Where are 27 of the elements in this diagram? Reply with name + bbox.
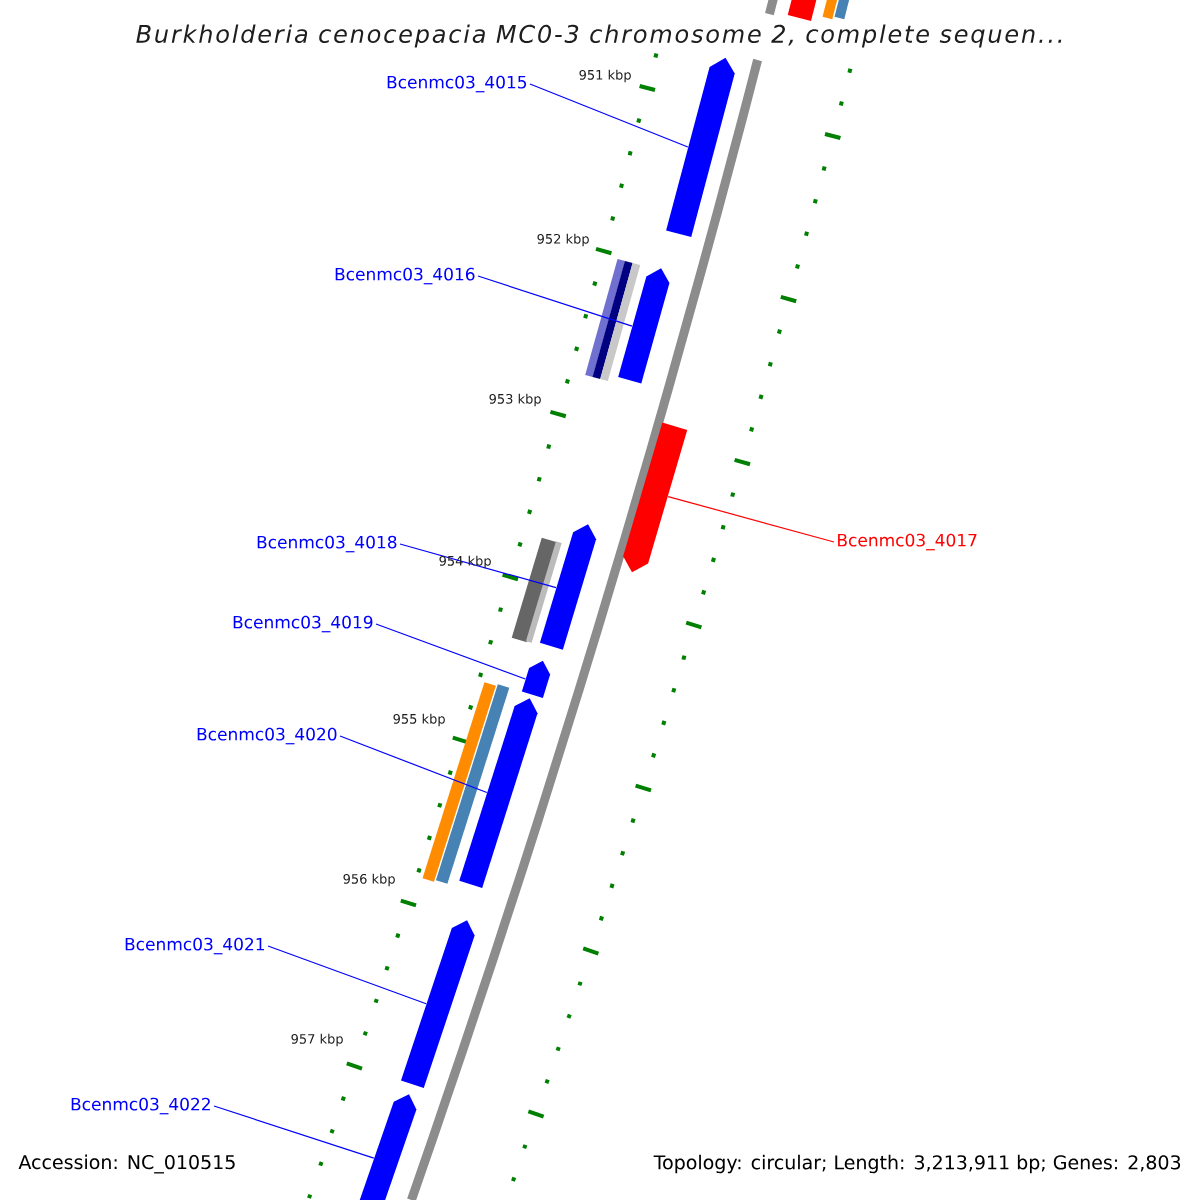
leader-line [667,495,835,543]
leader-line [213,1105,375,1159]
gene-label: Bcenmc03_4017 [838,533,977,551]
gene-bar [623,422,688,573]
gene-label: Bcenmc03_4015 [387,75,527,93]
gene-bar [618,268,670,384]
gene-label: Bcenmc03_4022 [71,1097,210,1115]
leader-line [267,945,427,1005]
gene-label: Bcenmc03_4021 [125,937,264,955]
gene-bar [354,1094,417,1200]
leader-line [399,543,557,589]
leader-line [529,83,689,148]
title: Burkholderia cenocepacia MC0-3 chromosome 2, complete sequen... [136,24,1062,48]
gene-bar [666,57,735,238]
gene-label: Bcenmc03_4018 [257,535,397,553]
gene-label: Bcenmc03_4019 [233,615,373,633]
gene-bar [459,698,538,888]
gene-label: Bcenmc03_4016 [335,267,475,285]
gene-label: Bcenmc03_4020 [197,727,337,745]
leader-line [375,623,526,680]
leader-line [339,735,488,794]
gene-bar [521,660,551,698]
gene-bar [539,524,597,650]
genome-info-text: Topology: circular; Length: 3,213,911 bp; Genes: 2,803 [653,1154,1181,1174]
gene-bar [401,920,475,1089]
accession-text: Accession: NC_010515 [18,1154,235,1174]
leader-line [477,275,633,327]
